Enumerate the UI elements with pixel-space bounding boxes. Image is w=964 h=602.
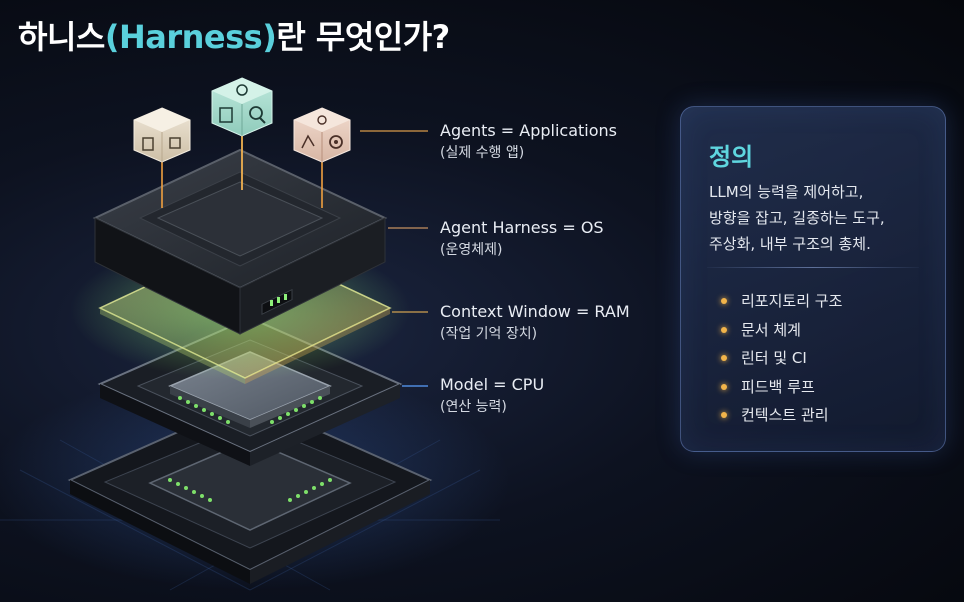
list-item-label: 피드백 루프 bbox=[741, 377, 815, 396]
label-agents-main: Agents = Applications bbox=[440, 121, 618, 140]
list-item: 컨텍스트 관리 bbox=[721, 401, 842, 430]
page-title: 하니스(Harness)란 무엇인가? bbox=[18, 12, 450, 58]
list-item-label: 컨텍스트 관리 bbox=[741, 406, 829, 424]
panel-list: 리포지토리 구조 문서 체계 린터 및 CI 피드백 루프 컨텍스트 관리 bbox=[721, 287, 842, 430]
label-context-sub: (작업 기억 장치) bbox=[440, 326, 538, 342]
os-layer bbox=[92, 148, 388, 335]
bullet-dot-icon bbox=[721, 383, 727, 390]
bullet-dot-icon bbox=[721, 326, 727, 333]
document-icon bbox=[133, 107, 191, 163]
label-model: Model = CPU (연산 능력) bbox=[440, 374, 544, 418]
os-status-leds bbox=[270, 294, 287, 306]
label-harness-main: Agent Harness = OS bbox=[440, 218, 604, 237]
panel-description-line: 방향을 잡고, 길종하는 도구, bbox=[709, 209, 885, 227]
label-agents-sub: (실제 수행 앱) bbox=[440, 145, 525, 161]
list-item: 피드백 루프 bbox=[721, 373, 842, 402]
cpu-pins bbox=[178, 396, 322, 424]
list-item: 리포지토리 구조 bbox=[721, 287, 842, 316]
label-context-main: Context Window = RAM bbox=[440, 302, 630, 321]
search-document-icon bbox=[211, 77, 273, 137]
panel-heading: 정의 bbox=[709, 143, 754, 171]
leader-lines bbox=[360, 130, 428, 387]
list-item-label: 리포지토리 구조 bbox=[741, 292, 843, 310]
label-context: Context Window = RAM (작업 기억 장치) bbox=[440, 301, 630, 345]
panel-divider bbox=[707, 267, 919, 268]
label-harness: Agent Harness = OS (운영체제) bbox=[440, 217, 604, 261]
list-item-label: 린터 및 CI bbox=[741, 349, 807, 367]
panel-description: LLM의 능력을 제어하고, 방향을 잡고, 길종하는 도구, 주상화, 내부 … bbox=[709, 179, 939, 257]
definition-panel: 정의 LLM의 능력을 제어하고, 방향을 잡고, 길종하는 도구, 주상화, … bbox=[680, 106, 946, 452]
label-model-main: Model = CPU bbox=[440, 375, 545, 394]
title-suffix: 란 무엇인가? bbox=[276, 18, 450, 56]
title-prefix: 하니스 bbox=[18, 18, 105, 56]
base-board bbox=[67, 398, 433, 584]
bullet-dot-icon bbox=[721, 298, 727, 305]
base-pins bbox=[168, 478, 332, 502]
bullet-dot-icon bbox=[721, 355, 727, 362]
bullet-dot-icon bbox=[721, 412, 727, 419]
panel-description-line: LLM의 능력을 제어하고, bbox=[709, 183, 864, 201]
list-item-label: 문서 체계 bbox=[741, 320, 801, 339]
list-item: 문서 체계 bbox=[721, 316, 842, 345]
title-highlight: (Harness) bbox=[104, 18, 277, 56]
label-agents: Agents = Applications (실제 수행 앱) bbox=[440, 120, 617, 164]
gear-workflow-icon bbox=[293, 107, 351, 163]
panel-description-line: 주상화, 내부 구조의 총체. bbox=[709, 235, 871, 253]
label-harness-sub: (운영체제) bbox=[440, 242, 503, 258]
list-item: 린터 및 CI bbox=[721, 344, 842, 373]
label-model-sub: (연산 능력) bbox=[440, 399, 507, 415]
